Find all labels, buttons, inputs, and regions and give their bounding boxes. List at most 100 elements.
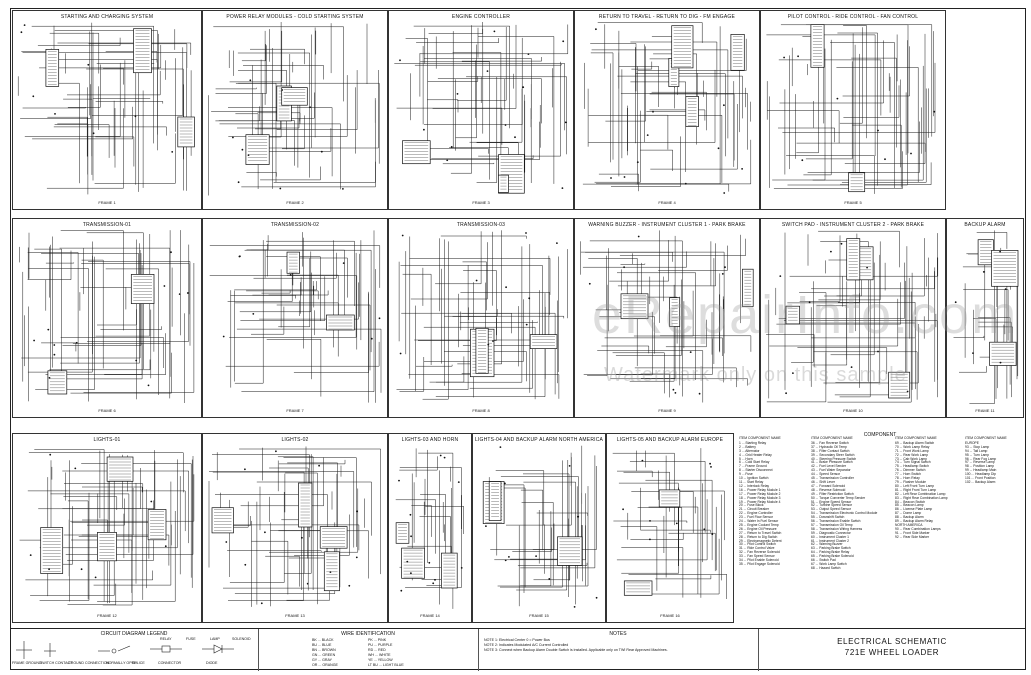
connector-block <box>620 293 649 320</box>
connector-block <box>147 509 167 541</box>
wire-color: YE ... YELLOW <box>368 658 393 662</box>
frame-label: FRAME 5 <box>844 200 862 205</box>
splice-dot <box>275 450 277 453</box>
connector-block <box>298 482 313 528</box>
frame-title: LIGHTS-04 AND BACKUP ALARM NORTH AMERICA <box>474 437 604 443</box>
connector-block <box>848 172 866 193</box>
splice-dot <box>866 266 868 269</box>
wire-bundle <box>582 22 752 192</box>
splice-dot <box>260 602 263 605</box>
connector-block <box>669 297 681 327</box>
legend-item: NORMALLY OPEN <box>106 661 137 665</box>
component-entry: 7 ... Frame Ground <box>739 464 767 469</box>
connector-block <box>529 334 558 349</box>
splice-dot <box>244 563 247 566</box>
splice-dot <box>724 266 726 269</box>
splice-dot <box>279 187 282 190</box>
component-entry: 11 ... Start Relay <box>739 479 764 484</box>
splice-dot <box>264 531 266 534</box>
component-entry: 47 ... Forward Solenoid <box>811 483 846 488</box>
component-entry: 83 ... Right Rear Combination Lamp <box>895 495 948 500</box>
connector-block <box>498 174 509 193</box>
splice-dot <box>54 113 56 115</box>
splice-dot <box>689 351 692 353</box>
splice-dot <box>999 361 1002 364</box>
splice-dot <box>247 154 250 157</box>
splice-dot <box>29 554 32 556</box>
frame-label: FRAME 1 <box>98 200 116 205</box>
frame-label: FRAME 2 <box>286 200 304 205</box>
connector-block <box>730 34 745 71</box>
component-entry: 57 ... Transmission Oil Temp <box>811 522 853 527</box>
component-entry: 27 ... Return to Travel Switch <box>739 530 782 535</box>
connector-pins <box>661 491 678 505</box>
splice-dot <box>134 115 137 118</box>
splice-dot <box>237 181 240 184</box>
splice-dot <box>92 132 95 135</box>
splice-dot <box>487 343 490 346</box>
splice-dot <box>281 89 284 91</box>
frame-16: LIGHTS-05 AND BACKUP ALARM EUROPE FRAME … <box>606 433 734 623</box>
connector-block <box>785 305 800 325</box>
component-column-3: ITEM COMPONENT NAME 69 ... Backup Alarm … <box>895 436 965 540</box>
splice-dot <box>652 110 654 113</box>
connector-pins <box>848 240 858 277</box>
connector-pins <box>47 51 57 85</box>
connector-block <box>475 327 489 374</box>
splice-dot <box>410 535 412 538</box>
splice-dot <box>698 392 701 395</box>
connector-pins <box>532 336 555 346</box>
frame-label: FRAME 13 <box>285 613 305 618</box>
connector-pins <box>500 176 507 190</box>
splice-dot <box>356 510 358 513</box>
splice-dot <box>239 255 241 258</box>
frame-title: BACKUP ALARM <box>964 222 1006 228</box>
component-entry: 66 ... Switch Pad <box>811 558 836 563</box>
component-entry: 85 ... Beacon Lamp <box>895 503 924 508</box>
component-entry: 5 ... Horn <box>739 456 753 461</box>
connector-block <box>130 274 155 304</box>
component-entry: 24 ... Water In Fuel Sensor <box>739 519 779 524</box>
splice-dot <box>779 275 782 277</box>
splice-dot <box>504 482 506 485</box>
wire-color: PU ... PURPLE <box>368 643 393 647</box>
splice-dot <box>721 273 724 275</box>
splice-dot <box>723 104 725 107</box>
splice-dot <box>783 56 785 59</box>
component-entry: 31 ... Ride Control Valve <box>739 546 775 551</box>
connector-pins <box>559 538 580 563</box>
splice-dot <box>710 466 712 468</box>
wire-color: OR ... ORANGE <box>312 663 338 667</box>
component-entry: 55 ... Downshift Switch <box>811 515 845 520</box>
component-entry: 26 ... Engine Oil Pressure <box>739 526 777 531</box>
splice-dot <box>877 350 879 353</box>
splice-dot <box>636 161 639 164</box>
connector-block <box>245 134 270 165</box>
splice-dot <box>53 353 56 356</box>
component-entry: 18 ... Power Relay Module 3 <box>739 495 781 500</box>
component-entry: 96 ... Rear Fog Lamp <box>965 456 997 461</box>
splice-dot <box>320 150 323 153</box>
splice-dot <box>434 579 436 581</box>
splice-dot <box>370 337 373 340</box>
connector-pins <box>179 118 193 144</box>
splice-dot <box>401 234 404 237</box>
wire-bundle <box>208 22 380 196</box>
splice-dot <box>808 301 811 304</box>
legend-item: DIODE <box>206 661 218 665</box>
legend-symbols <box>16 641 234 659</box>
frame-title: TRANSMISSION-03 <box>456 222 506 228</box>
connector-block <box>557 536 583 566</box>
splice-dot <box>850 366 853 368</box>
splice-dot <box>428 561 431 564</box>
legend-item: LAMP <box>210 637 220 641</box>
component-entry: 40 ... Steering Pressure Switch <box>811 456 857 461</box>
frame-title: POWER RELAY MODULES - COLD STARTING SYST… <box>226 14 364 20</box>
splice-dot <box>32 95 35 98</box>
splice-dot <box>741 168 743 170</box>
splice-dot <box>53 344 56 346</box>
splice-dot <box>47 328 50 331</box>
frame-label: FRAME 3 <box>472 200 490 205</box>
connector-pins <box>812 26 823 66</box>
splice-dot <box>186 292 189 294</box>
